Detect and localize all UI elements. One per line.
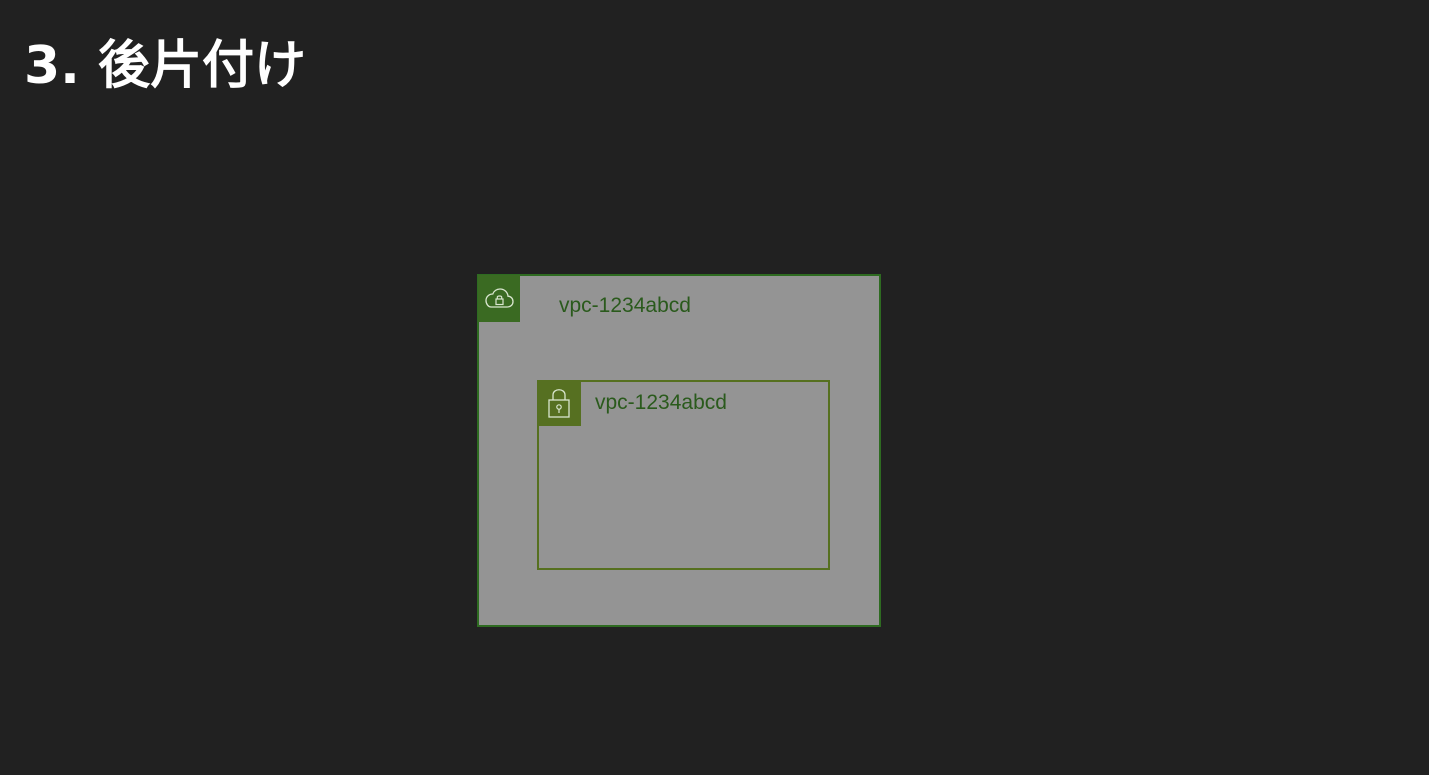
- vpc-label: vpc-1234abcd: [559, 294, 691, 317]
- private-subnet-group: vpc-1234abcd: [537, 380, 830, 570]
- vpc-group: vpc-1234abcd vpc-1234abcd: [477, 274, 881, 627]
- subnet-icon-tile: [537, 380, 581, 426]
- private-subnet-lock-icon: [546, 386, 572, 420]
- slide-title: 3. 後片付け: [24, 36, 307, 96]
- subnet-label: vpc-1234abcd: [595, 391, 727, 414]
- vpc-cloud-lock-icon: [483, 286, 515, 312]
- vpc-icon-tile: [478, 275, 520, 322]
